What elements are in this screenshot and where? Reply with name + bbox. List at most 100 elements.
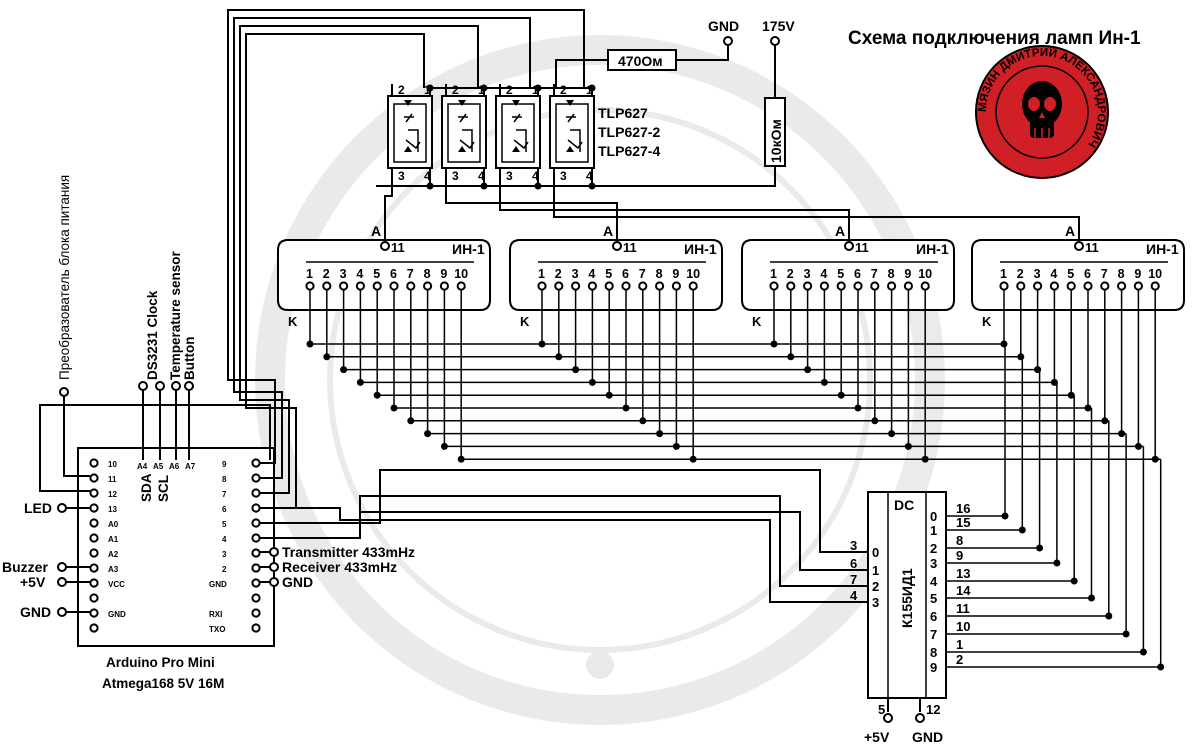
pin-number-6: 6 bbox=[854, 267, 861, 281]
junction bbox=[656, 430, 664, 438]
pin-number-10: 10 bbox=[454, 267, 468, 281]
decoder-out-label-8: 8 bbox=[930, 645, 937, 660]
pin-number-6: 6 bbox=[622, 267, 629, 281]
left-pin-4 bbox=[89, 518, 99, 528]
cathode-label: K bbox=[520, 314, 530, 329]
decoder-out-wire bbox=[946, 446, 1145, 653]
left-pin-label: A2 bbox=[108, 550, 119, 559]
right-pin-3 bbox=[251, 503, 261, 513]
junction bbox=[1088, 594, 1095, 602]
decoder-out-label-9: 9 bbox=[930, 660, 937, 675]
cathode-pin-5 bbox=[372, 281, 382, 291]
diode-symbol bbox=[512, 146, 520, 152]
pin-number-7: 7 bbox=[871, 267, 878, 281]
decoder-out-label-3: 3 bbox=[930, 556, 937, 571]
decoder-pin5: 5 bbox=[878, 702, 885, 717]
pin-number-3: 3 bbox=[572, 267, 579, 281]
pin-number-8: 8 bbox=[424, 267, 431, 281]
pin-number-4: 4 bbox=[1050, 267, 1057, 281]
decoder-outline bbox=[867, 491, 947, 699]
cathode-pin-7 bbox=[870, 281, 880, 291]
decoder-out-pin: 14 bbox=[956, 583, 971, 598]
signal-temp: Temperature sensor bbox=[168, 250, 183, 380]
decoder-in-pin: 4 bbox=[850, 588, 858, 603]
right-pin-9 bbox=[251, 593, 261, 603]
opto-pin-2: 2 bbox=[506, 83, 513, 97]
optocoupler-1 bbox=[387, 95, 433, 169]
left-pin-11 bbox=[89, 623, 99, 633]
junction bbox=[1036, 544, 1044, 552]
right-pin-7 bbox=[251, 563, 261, 573]
decoder-out-label-6: 6 bbox=[930, 609, 937, 624]
opto-pin-4: 4 bbox=[424, 169, 431, 183]
pin-number-6: 6 bbox=[390, 267, 397, 281]
top-signals: Преобразователь блока питания DS3231 Clo… bbox=[57, 175, 197, 502]
decoder-name: К155ИД1 bbox=[899, 568, 915, 628]
junction bbox=[888, 430, 896, 438]
pin-number-9: 9 bbox=[672, 267, 679, 281]
resistor-10k-label: 10кОм bbox=[768, 119, 784, 163]
cathode-pin-4 bbox=[1049, 281, 1060, 291]
right-pin-label: 8 bbox=[222, 475, 227, 484]
anode-pin-number: 11 bbox=[1085, 240, 1099, 255]
power-section: GND 175V 470Ом 10кОм bbox=[376, 18, 795, 187]
junction bbox=[572, 366, 580, 374]
pin-number-5: 5 bbox=[837, 267, 844, 281]
junction bbox=[1134, 442, 1142, 450]
decoder-out-label-4: 4 bbox=[930, 574, 938, 589]
right-pin-8 bbox=[251, 578, 261, 588]
left-pin-label: A3 bbox=[108, 565, 119, 574]
decoder-dc: DC bbox=[894, 497, 914, 513]
cathode-pin-1 bbox=[999, 281, 1009, 291]
right-pin-label: RXI bbox=[209, 610, 222, 619]
lamp-name: ИН-1 bbox=[1146, 241, 1179, 257]
lamp-name: ИН-1 bbox=[452, 241, 485, 257]
buzzer-label: Buzzer bbox=[2, 559, 48, 575]
led-symbol bbox=[458, 100, 466, 106]
diode-symbol bbox=[566, 146, 574, 152]
cathode-pin-7 bbox=[638, 281, 648, 291]
junction bbox=[1084, 404, 1092, 412]
decoder-in-pin: 6 bbox=[850, 556, 857, 571]
pin-number-6: 6 bbox=[1084, 267, 1091, 281]
signal-clock: DS3231 Clock bbox=[145, 290, 160, 380]
cathode-pin-10 bbox=[688, 281, 698, 291]
transistor-symbol bbox=[458, 113, 475, 152]
cathode-pin-1 bbox=[769, 281, 779, 291]
decoder-out-pin: 2 bbox=[956, 652, 963, 667]
optocoupler-inner bbox=[501, 103, 535, 163]
transmitter-label: Transmitter 433mHz bbox=[282, 544, 415, 560]
diode-symbol bbox=[404, 146, 412, 152]
junction bbox=[787, 353, 795, 361]
cathode-pin-2 bbox=[1016, 281, 1026, 291]
junction bbox=[1018, 526, 1026, 534]
scl-label: SCL bbox=[156, 475, 171, 502]
anode-label: A bbox=[603, 223, 613, 239]
pin-number-3: 3 bbox=[340, 267, 347, 281]
junction bbox=[1001, 512, 1009, 520]
decoder-in-label-2: 2 bbox=[872, 579, 879, 594]
opto-label-3: TLP627-4 bbox=[598, 143, 660, 159]
junction bbox=[921, 455, 929, 463]
lamp-outline bbox=[277, 239, 491, 311]
cathode-pin-4 bbox=[587, 281, 598, 291]
cathode-pin-6 bbox=[853, 281, 863, 291]
anode-label: A bbox=[371, 223, 381, 239]
optocoupler-2 bbox=[441, 95, 487, 169]
junction bbox=[480, 182, 488, 190]
junction bbox=[1101, 417, 1109, 425]
junction bbox=[538, 340, 546, 348]
led-symbol bbox=[512, 100, 520, 106]
decoder-in-label-3: 3 bbox=[872, 595, 879, 610]
left-pin-label: 10 bbox=[108, 460, 117, 469]
cathode-bus bbox=[306, 290, 1161, 463]
cathode-label: K bbox=[752, 314, 762, 329]
cathode-pin-10 bbox=[456, 281, 466, 291]
decoder-out-label-5: 5 bbox=[930, 591, 937, 606]
cathode-pin-5 bbox=[604, 281, 614, 291]
pin-number-9: 9 bbox=[904, 267, 911, 281]
anode-wire bbox=[553, 186, 1080, 240]
cathode-pin-3 bbox=[1033, 281, 1043, 291]
pin-number-1: 1 bbox=[1000, 267, 1007, 281]
